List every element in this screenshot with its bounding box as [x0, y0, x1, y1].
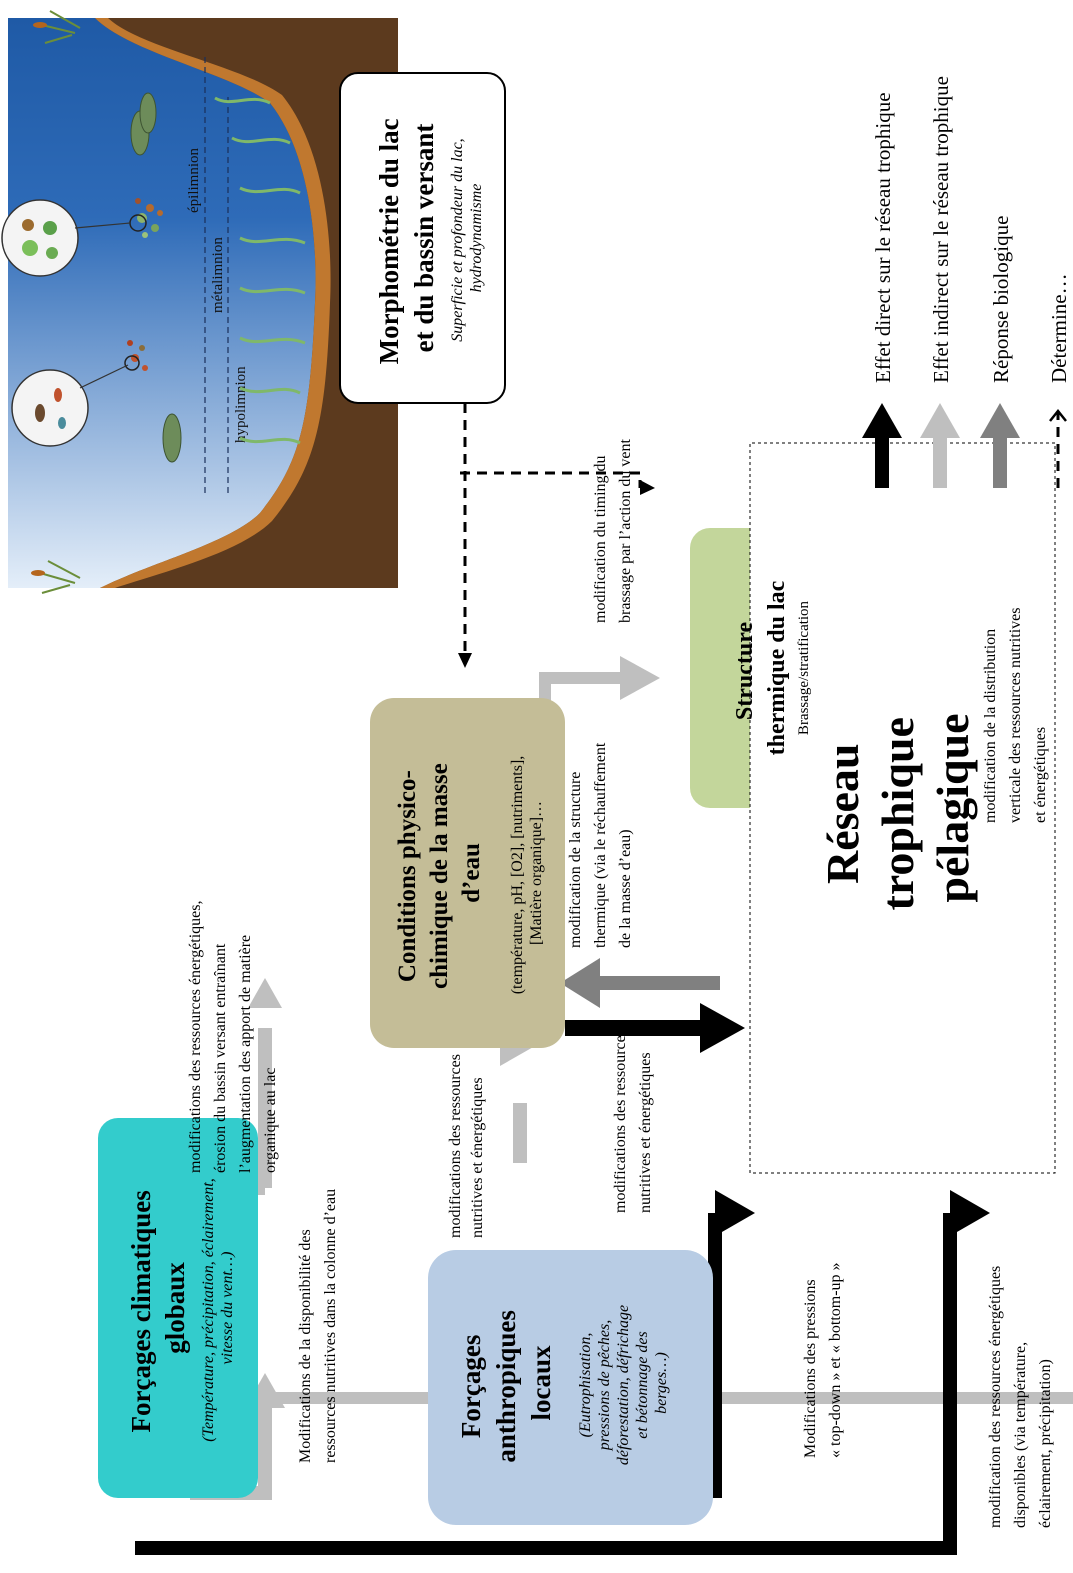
arrow-climate-foodweb	[135, 1213, 957, 1555]
foodweb-box	[749, 442, 1056, 1174]
legend-determines: Détermine…	[1047, 273, 1071, 488]
aquatic-plant-icon	[214, 96, 306, 445]
thermal-subtitle: Brassage/stratification	[796, 600, 812, 735]
anthropic-box	[428, 1250, 713, 1525]
foodweb-title: Réseau trophique pélagique	[817, 706, 978, 911]
annotation-physchem-thermal: modification de la structure thermique (…	[567, 739, 634, 948]
layer-epilimnion: épilimnion	[186, 148, 202, 213]
lake-water	[8, 18, 316, 588]
climate-box	[98, 1118, 258, 1498]
reed-icon	[31, 570, 45, 576]
svg-text:Réponse biologique: Réponse biologique	[989, 216, 1013, 383]
climate-title: Forçages climatiques globaux	[126, 1184, 190, 1433]
legend: Effet direct sur le réseau trophique Eff…	[862, 76, 1071, 488]
svg-text:Effet indirect sur le réseau t: Effet indirect sur le réseau trophique	[929, 76, 953, 383]
annotation-physchem-foodweb: modifications des ressources nutritives …	[612, 1025, 654, 1213]
reed-icon	[39, 10, 81, 594]
annotation-climate-anthropic: Modifications de la disponibilité des re…	[297, 1189, 339, 1463]
legend-indirect: Effet indirect sur le réseau trophique	[920, 76, 960, 488]
legend-response: Réponse biologique	[980, 216, 1020, 488]
annotation-wind-timing: modification du timing du brassage par l…	[592, 439, 634, 623]
fish-icon	[162, 413, 182, 463]
anthropic-subtitle: (Eutrophisation, pressions de pêches, dé…	[577, 1301, 670, 1465]
annotation-climate-foodweb: modification des ressources énergétiques…	[987, 1262, 1054, 1528]
zooplankton-icon	[11, 340, 148, 447]
layer-hypolimnion: hypolimnion	[233, 366, 249, 443]
rotated-diagram: épilimnion métalimnion hypolimnion	[1, 10, 1073, 1555]
svg-text:Détermine…: Détermine…	[1047, 273, 1071, 383]
thermocline-lines	[204, 53, 229, 493]
annotation-anthropic-foodweb: Modifications des pressions « top-down »…	[802, 1262, 844, 1458]
physchem-title: Conditions physico- chimique de la masse…	[394, 757, 485, 989]
morpho-subtitle: Superficie et profondeur du lac, hydrody…	[449, 134, 485, 341]
layer-metalimnion: métalimnion	[210, 237, 226, 313]
svg-text:Effet direct sur le réseau tro: Effet direct sur le réseau trophique	[871, 92, 895, 383]
annotation-anthropic-physchem: modifications des ressources nutritives …	[447, 1050, 486, 1238]
annotation-climate-physchem: modifications des ressources énergétique…	[187, 896, 279, 1173]
legend-direct: Effet direct sur le réseau trophique	[862, 92, 902, 488]
fish-icon	[139, 92, 157, 134]
lake-illustration: épilimnion métalimnion hypolimnion	[1, 10, 398, 594]
morpho-box	[339, 72, 506, 404]
annotation-thermal-foodweb: modification de la distribution vertical…	[982, 604, 1049, 823]
physchem-box	[370, 698, 565, 1048]
thermal-title: Structure thermique du lac	[732, 580, 790, 755]
morpho-title: Morphométrie du lac et du bassin versant	[374, 112, 439, 365]
anthropic-title: Forçages anthropiques locaux	[456, 1303, 556, 1462]
reed-icon	[33, 22, 47, 28]
climate-subtitle: (Température, précipitation, éclairement…	[200, 1174, 236, 1442]
arrow-morpho-thermal-dashed	[460, 471, 642, 488]
phytoplankton-icon	[1, 198, 163, 277]
physchem-subtitle: (température, pH, [O2], [nutriments], [M…	[509, 752, 545, 995]
